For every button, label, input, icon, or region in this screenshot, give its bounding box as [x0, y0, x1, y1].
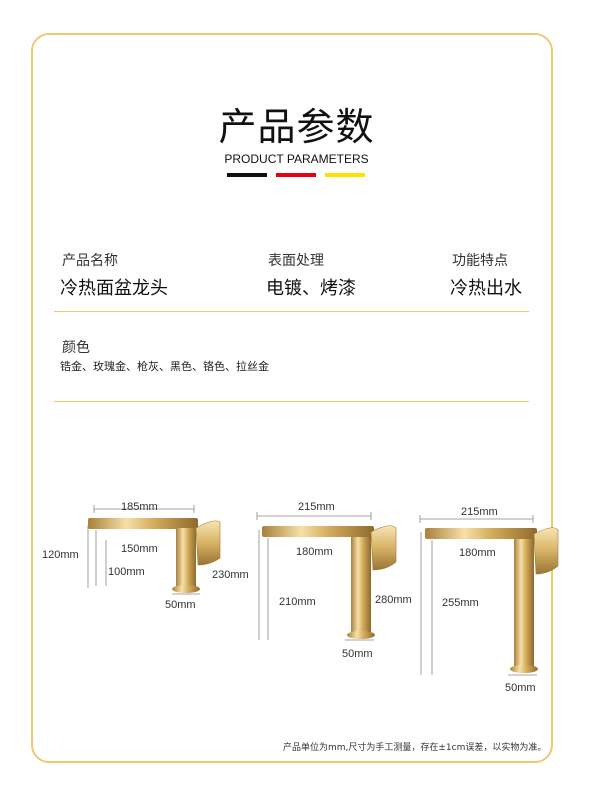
param-value-surface: 电镀、烤漆 [266, 278, 356, 299]
faucet-2-base: 50mm [342, 648, 373, 660]
page-title: 产品参数 [218, 105, 375, 149]
faucet-3-spout-reach: 180mm [459, 547, 496, 559]
param-value-feature: 冷热出水 [450, 278, 522, 299]
faucet-2-spout-reach: 180mm [296, 546, 333, 558]
accent-bar-yellow [325, 173, 365, 177]
faucet-1-base: 50mm [165, 599, 196, 611]
param-value-product-name: 冷热面盆龙头 [60, 278, 168, 299]
faucet-3-height: 280mm [375, 594, 412, 606]
divider-bottom [54, 401, 529, 402]
accent-bar-black [227, 173, 267, 177]
param-label-surface: 表面处理 [268, 253, 324, 269]
faucet-3-base: 50mm [505, 682, 536, 694]
faucet-3-outlet-height: 255mm [442, 597, 479, 609]
divider-top [54, 311, 529, 312]
page-subtitle: PRODUCT PARAMETERS [224, 152, 369, 166]
faucet-diagram-3: 215mm 180mm 280mm 255mm 50mm [375, 506, 559, 694]
faucet-2-outlet-height: 210mm [279, 596, 316, 608]
faucet-diagram-2: 215mm 180mm 230mm 210mm 50mm [212, 501, 397, 660]
color-options: 锆金、玫瑰金、枪灰、黑色、铬色、拉丝金 [60, 360, 269, 373]
faucet-1-height: 120mm [42, 549, 79, 561]
faucet-2-height: 230mm [212, 569, 249, 581]
param-label-product-name: 产品名称 [62, 253, 118, 269]
color-label: 颜色 [62, 340, 90, 356]
measurement-footnote: 产品单位为mm,尺寸为手工测量，存在±1cm误差，以实物为准。 [283, 743, 547, 753]
faucet-1-spout-reach: 150mm [121, 543, 158, 555]
faucet-2-spout-length: 215mm [298, 501, 335, 513]
faucet-diagram-1: 185mm 150mm 120mm 100mm 50mm [42, 501, 221, 611]
faucet-3-spout-length: 215mm [461, 506, 498, 518]
content-frame [31, 33, 553, 763]
faucet-1-spout-length: 185mm [121, 501, 158, 513]
param-label-feature: 功能特点 [452, 253, 508, 269]
faucet-1-outlet-height: 100mm [108, 566, 145, 578]
accent-bar-red [276, 173, 316, 177]
